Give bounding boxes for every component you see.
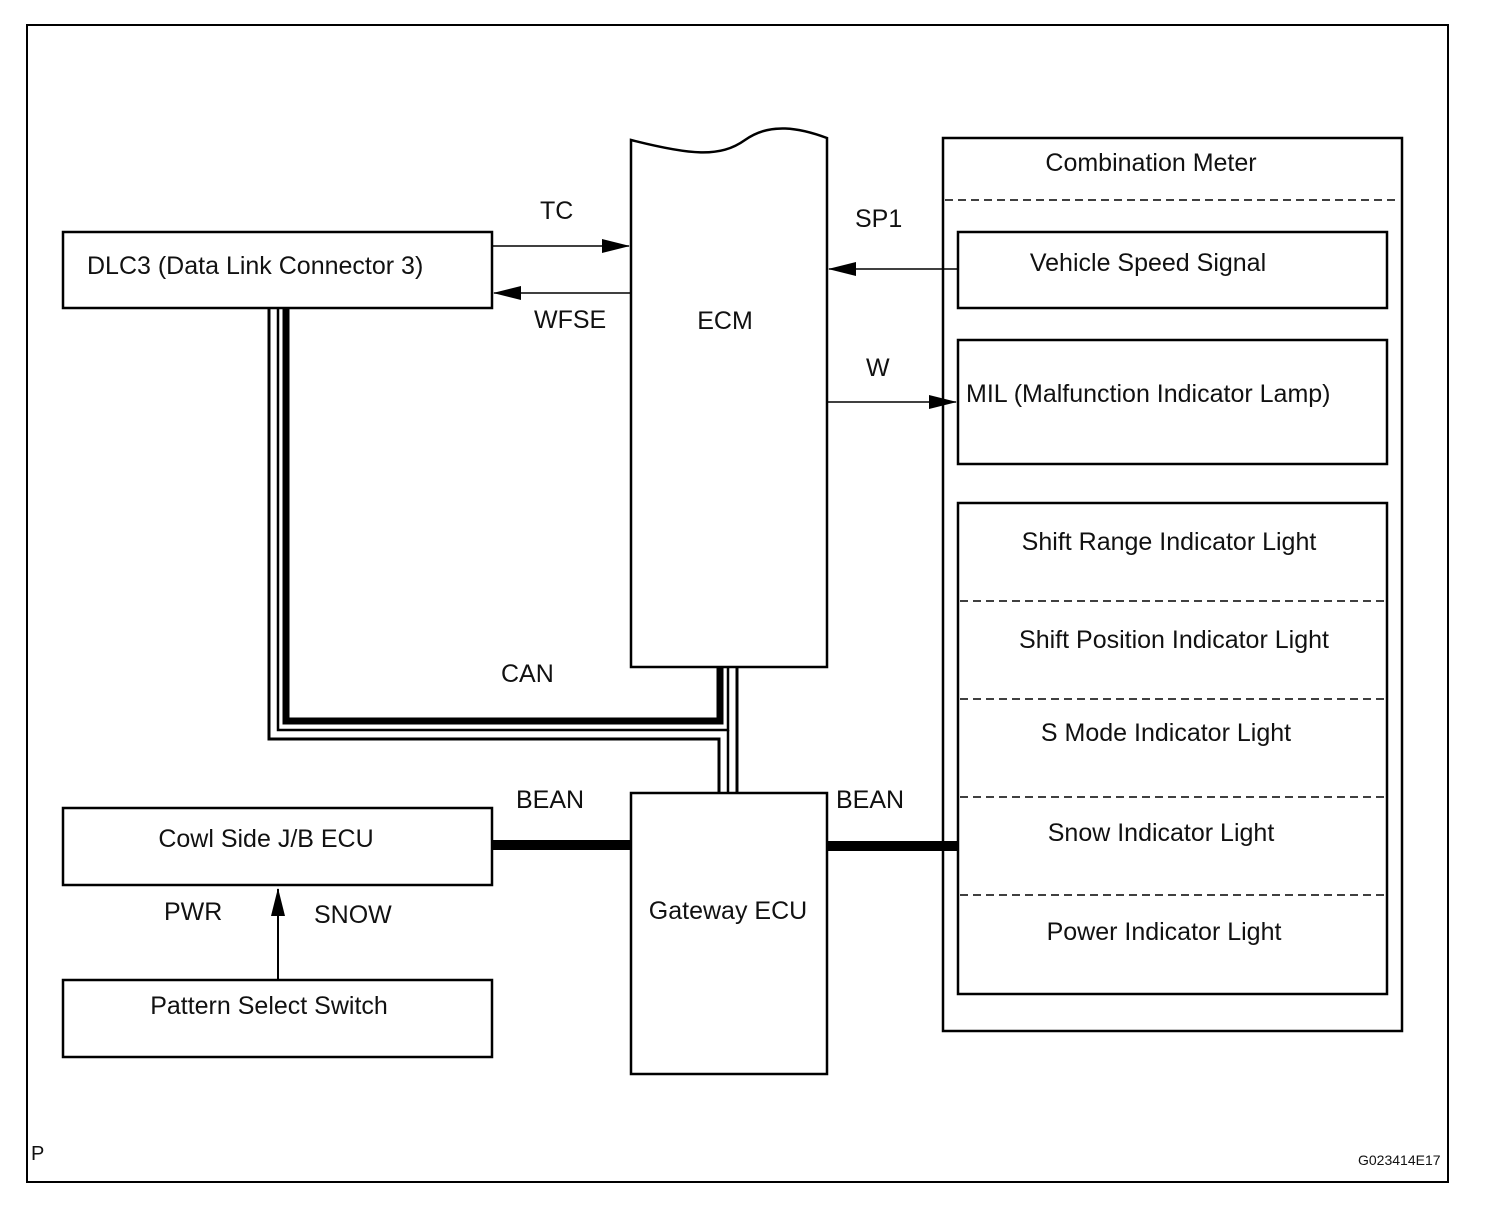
tc-label: TC bbox=[540, 197, 574, 225]
mil-label: MIL (Malfunction Indicator Lamp) bbox=[966, 380, 1331, 408]
bean-left-label: BEAN bbox=[516, 786, 585, 814]
indicator-lights-box bbox=[956, 501, 1389, 996]
gateway-label: Gateway ECU bbox=[648, 897, 808, 925]
wfse-label: WFSE bbox=[534, 306, 607, 334]
combination-meter-label: Combination Meter bbox=[1045, 149, 1257, 177]
indicator-light-label: Snow Indicator Light bbox=[1047, 819, 1275, 847]
snow-label: SNOW bbox=[314, 901, 392, 929]
mil-box bbox=[956, 338, 1389, 466]
ecm-box bbox=[629, 127, 829, 669]
indicator-light-label: S Mode Indicator Light bbox=[1040, 719, 1292, 747]
vehicle-speed-signal-label: Vehicle Speed Signal bbox=[1029, 249, 1267, 277]
pattern-select-box bbox=[61, 978, 494, 1059]
pwr-label: PWR bbox=[164, 898, 223, 926]
outer-frame bbox=[26, 24, 1449, 1183]
combination-meter-box bbox=[941, 136, 1404, 1033]
corner-letter: P bbox=[31, 1143, 45, 1165]
dlc3-label: DLC3 (Data Link Connector 3) bbox=[87, 252, 424, 280]
w-label: W bbox=[866, 354, 890, 382]
can-bus bbox=[267, 308, 739, 793]
pattern-select-label: Pattern Select Switch bbox=[150, 992, 388, 1020]
gateway-box bbox=[629, 791, 829, 1076]
cowl-side-box bbox=[61, 806, 494, 887]
bean-right-label: BEAN bbox=[836, 786, 905, 814]
vehicle-speed-signal-box bbox=[956, 230, 1389, 310]
indicator-light-label: Power Indicator Light bbox=[1046, 918, 1282, 946]
sp1-label: SP1 bbox=[855, 205, 903, 233]
indicator-light-label: Shift Position Indicator Light bbox=[1019, 626, 1329, 654]
indicator-light-label: Shift Range Indicator Light bbox=[1021, 528, 1317, 556]
ecm-label: ECM bbox=[697, 307, 753, 335]
cowl-side-label: Cowl Side J/B ECU bbox=[158, 825, 374, 853]
can-label: CAN bbox=[501, 660, 554, 688]
figure-id: G023414E17 bbox=[1358, 1152, 1441, 1168]
